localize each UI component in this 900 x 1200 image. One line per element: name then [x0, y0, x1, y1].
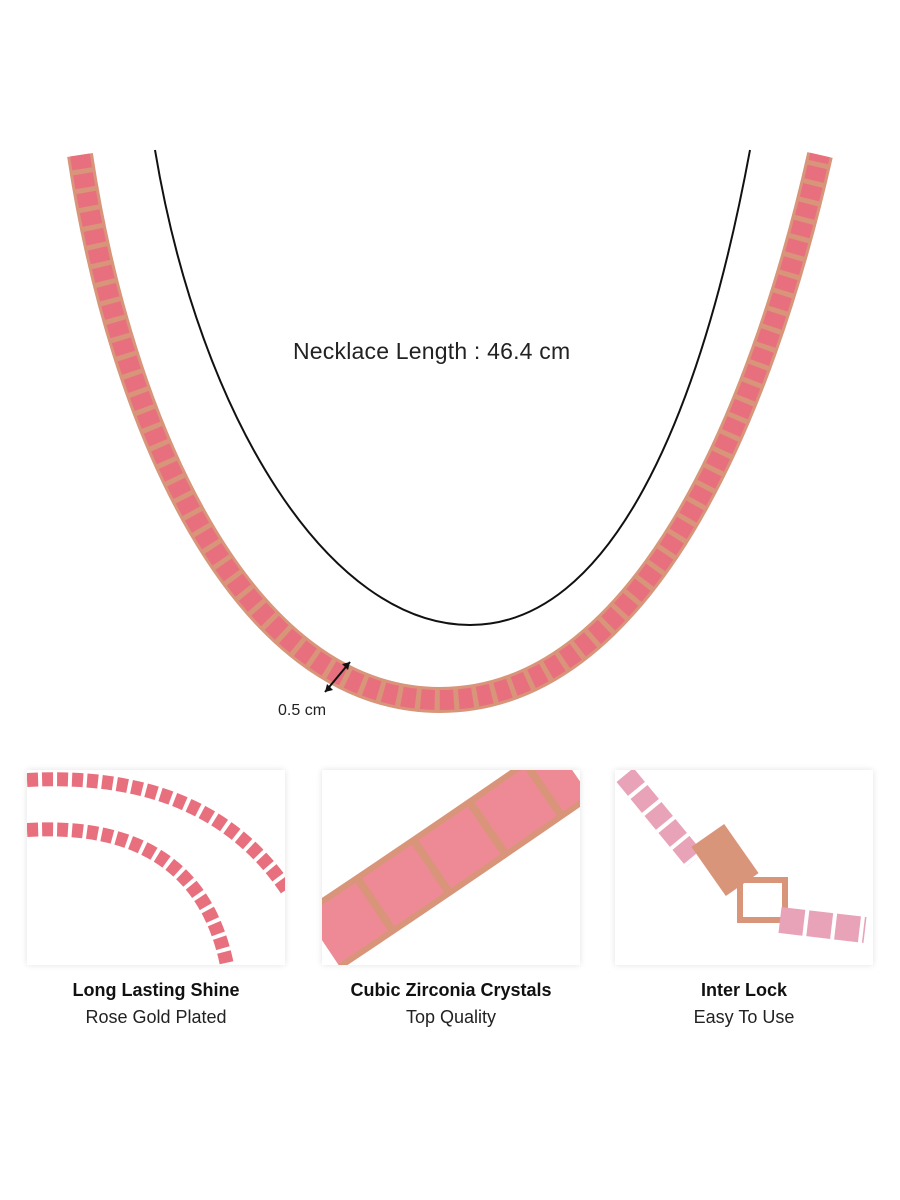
feature-subtitle: Top Quality	[405, 1007, 497, 1027]
feature-subtitle: Easy To Use	[693, 1007, 795, 1027]
necklace-illustration	[67, 149, 833, 714]
arrow-head-icon	[325, 684, 333, 692]
necklace-width-label: 0.5 cm	[278, 702, 327, 719]
arrow-head-icon	[342, 662, 350, 670]
feature-title: Long Lasting Shine	[72, 980, 240, 1000]
necklace-chain	[67, 152, 833, 714]
feature-image-lock	[615, 770, 873, 965]
feature-image-crystals	[322, 770, 580, 965]
necklace-length-label: Necklace Length : 46.4 cm	[293, 338, 571, 364]
length-line	[154, 149, 751, 627]
feature-title: Inter Lock	[700, 980, 788, 1000]
feature-subtitle: Rose Gold Plated	[85, 1007, 227, 1027]
feature-title: Cubic Zirconia Crystals	[350, 980, 552, 1000]
feature-image-shine	[27, 770, 285, 965]
necklace-stones	[70, 152, 830, 711]
